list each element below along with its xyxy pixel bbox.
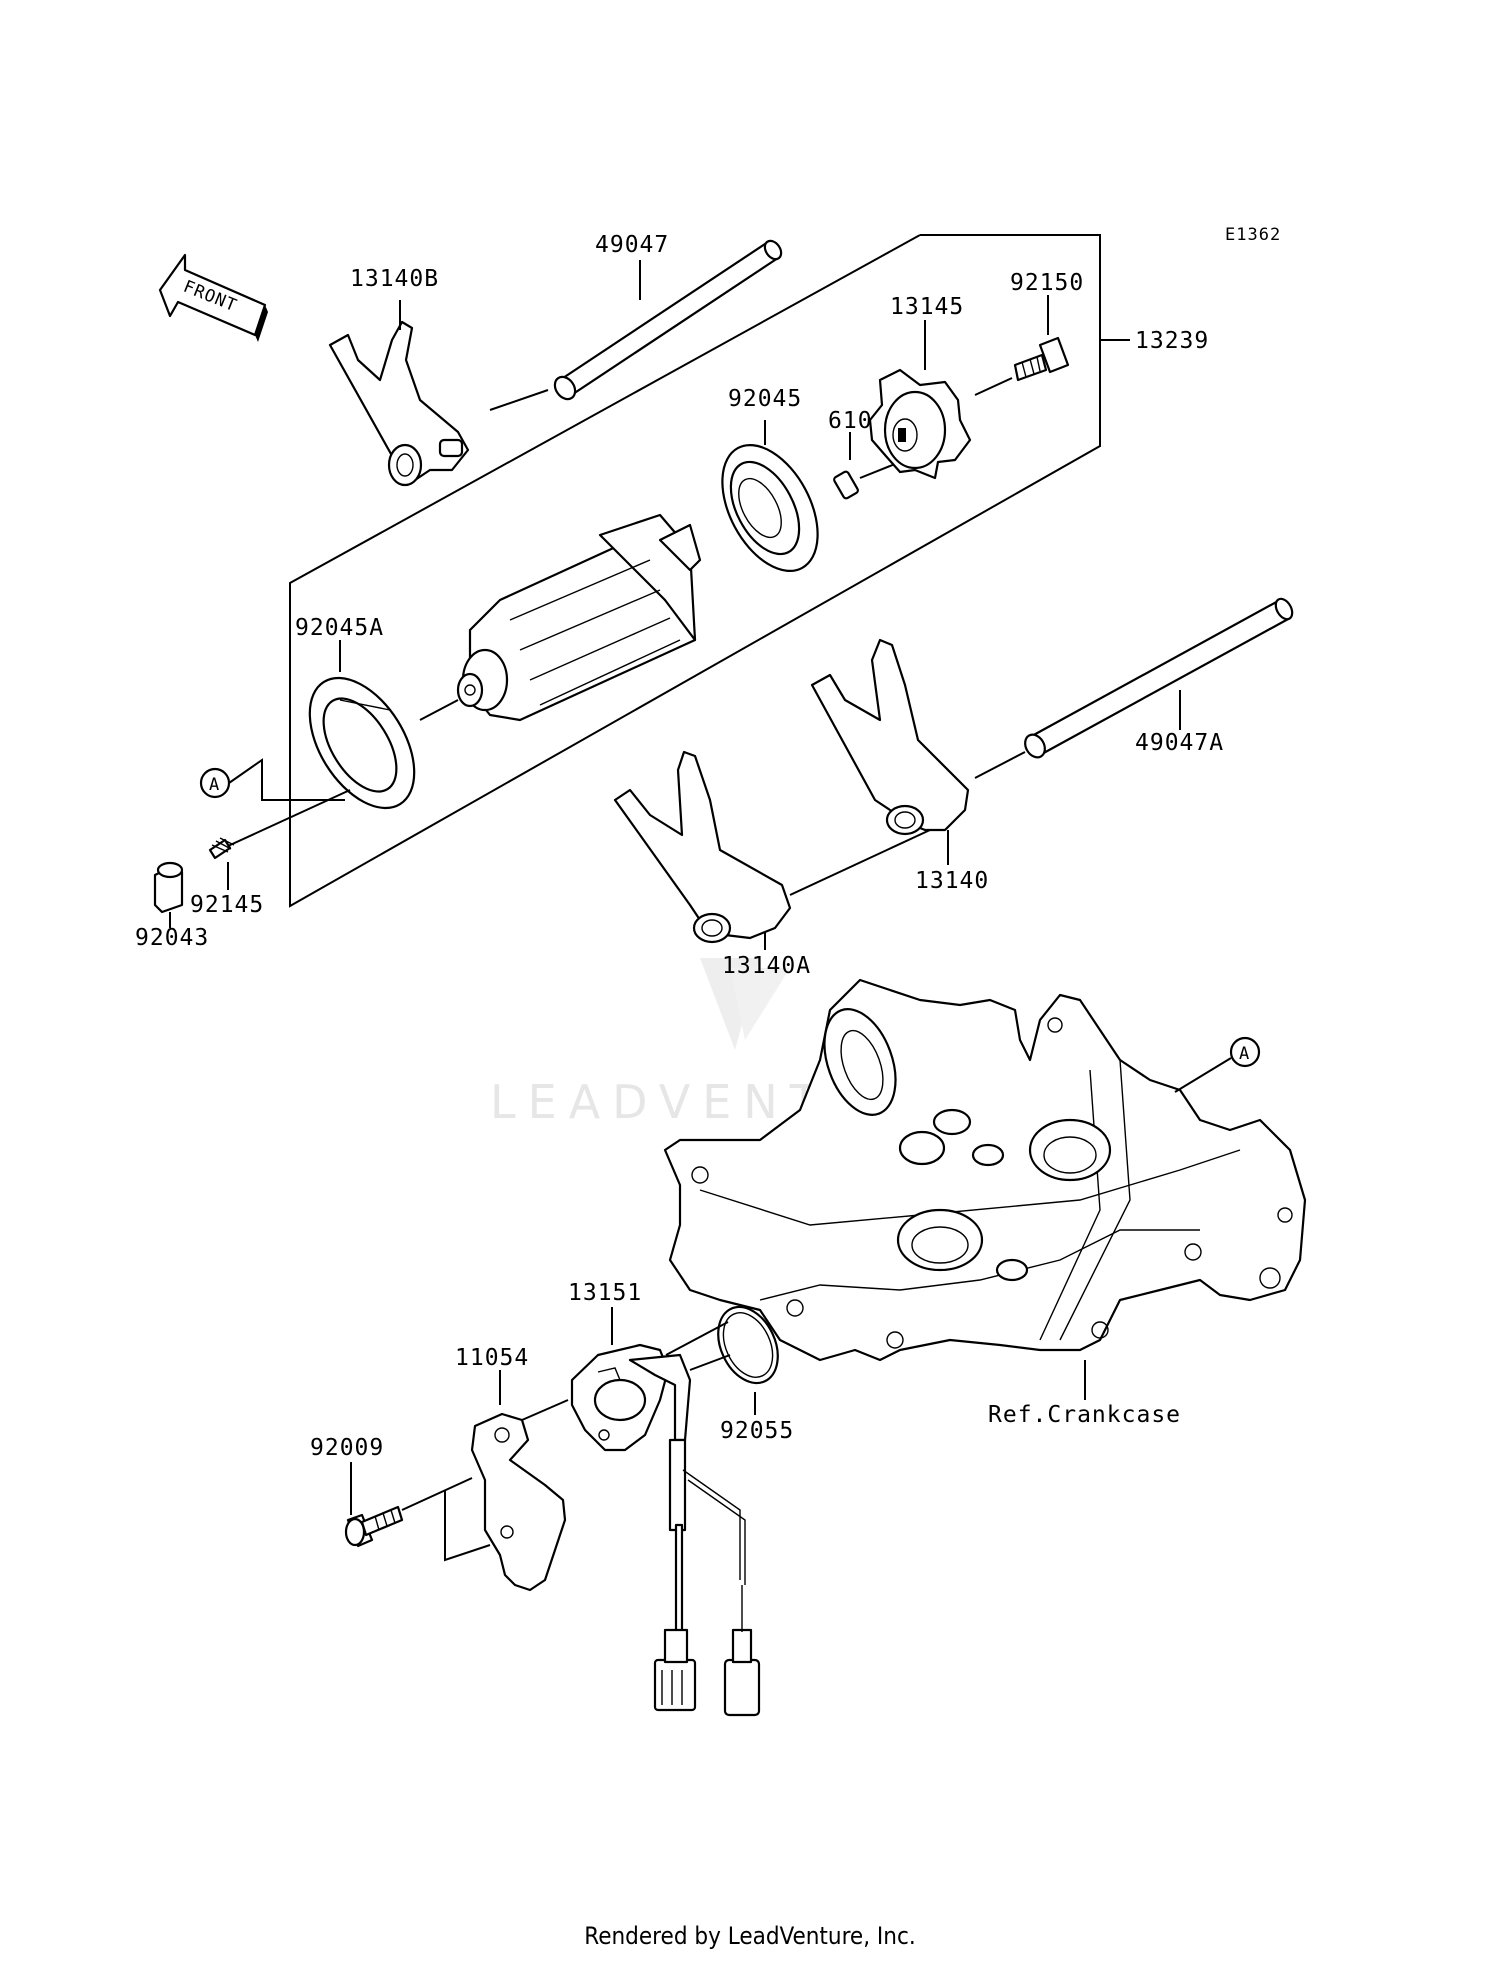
shaft-49047 bbox=[553, 239, 783, 401]
label-92009: 92009 bbox=[310, 1435, 384, 1461]
o-ring-92055 bbox=[717, 1305, 779, 1385]
spring-92145 bbox=[208, 837, 235, 860]
shift-fork-13140A bbox=[613, 750, 792, 944]
callout-a-right: A bbox=[1174, 1036, 1261, 1093]
label-92045: 92045 bbox=[728, 386, 802, 412]
star-cam-13145 bbox=[868, 368, 972, 480]
label-13151: 13151 bbox=[568, 1280, 642, 1306]
gear-position-sensor-13151 bbox=[570, 1343, 761, 1717]
label-13140A: 13140A bbox=[722, 953, 811, 979]
callout-a-left: A bbox=[199, 758, 345, 801]
bearing-92045 bbox=[721, 443, 819, 573]
guide-plate-11054 bbox=[470, 1412, 567, 1592]
footer-credit: Rendered by LeadVenture, Inc. bbox=[584, 1922, 916, 1950]
shift-fork-13140 bbox=[810, 638, 970, 836]
svg-text:A: A bbox=[1239, 1044, 1250, 1064]
diagram-code: E1362 bbox=[1225, 225, 1281, 245]
bolt-92150 bbox=[1013, 336, 1070, 382]
label-92043: 92043 bbox=[135, 925, 209, 951]
label-13239: 13239 bbox=[1135, 328, 1209, 354]
label-13140B: 13140B bbox=[350, 266, 439, 292]
bolt-92009 bbox=[344, 1505, 404, 1548]
shaft-49047A bbox=[1024, 597, 1294, 759]
group-bracket-13239 bbox=[289, 234, 1101, 908]
label-49047: 49047 bbox=[595, 232, 669, 258]
label-11054: 11054 bbox=[455, 1345, 529, 1371]
shift-drum bbox=[456, 513, 702, 722]
label-92145: 92145 bbox=[190, 892, 264, 918]
pin-610 bbox=[833, 470, 859, 500]
crankcase bbox=[663, 978, 1307, 1362]
label-92150: 92150 bbox=[1010, 270, 1084, 296]
bearing-92045A bbox=[308, 676, 416, 810]
label-13140: 13140 bbox=[915, 868, 989, 894]
plunger-92043 bbox=[153, 861, 184, 914]
front-arrow-icon: FRONT bbox=[158, 253, 268, 342]
svg-text:A: A bbox=[209, 775, 220, 795]
label-49047A: 49047A bbox=[1135, 730, 1224, 756]
label-610: 610 bbox=[828, 408, 873, 434]
label-ref-crankcase: Ref.Crankcase bbox=[988, 1402, 1181, 1428]
label-13145: 13145 bbox=[890, 294, 964, 320]
shift-fork-13140B bbox=[328, 320, 470, 487]
label-92045A: 92045A bbox=[295, 615, 384, 641]
label-92055: 92055 bbox=[720, 1418, 794, 1444]
